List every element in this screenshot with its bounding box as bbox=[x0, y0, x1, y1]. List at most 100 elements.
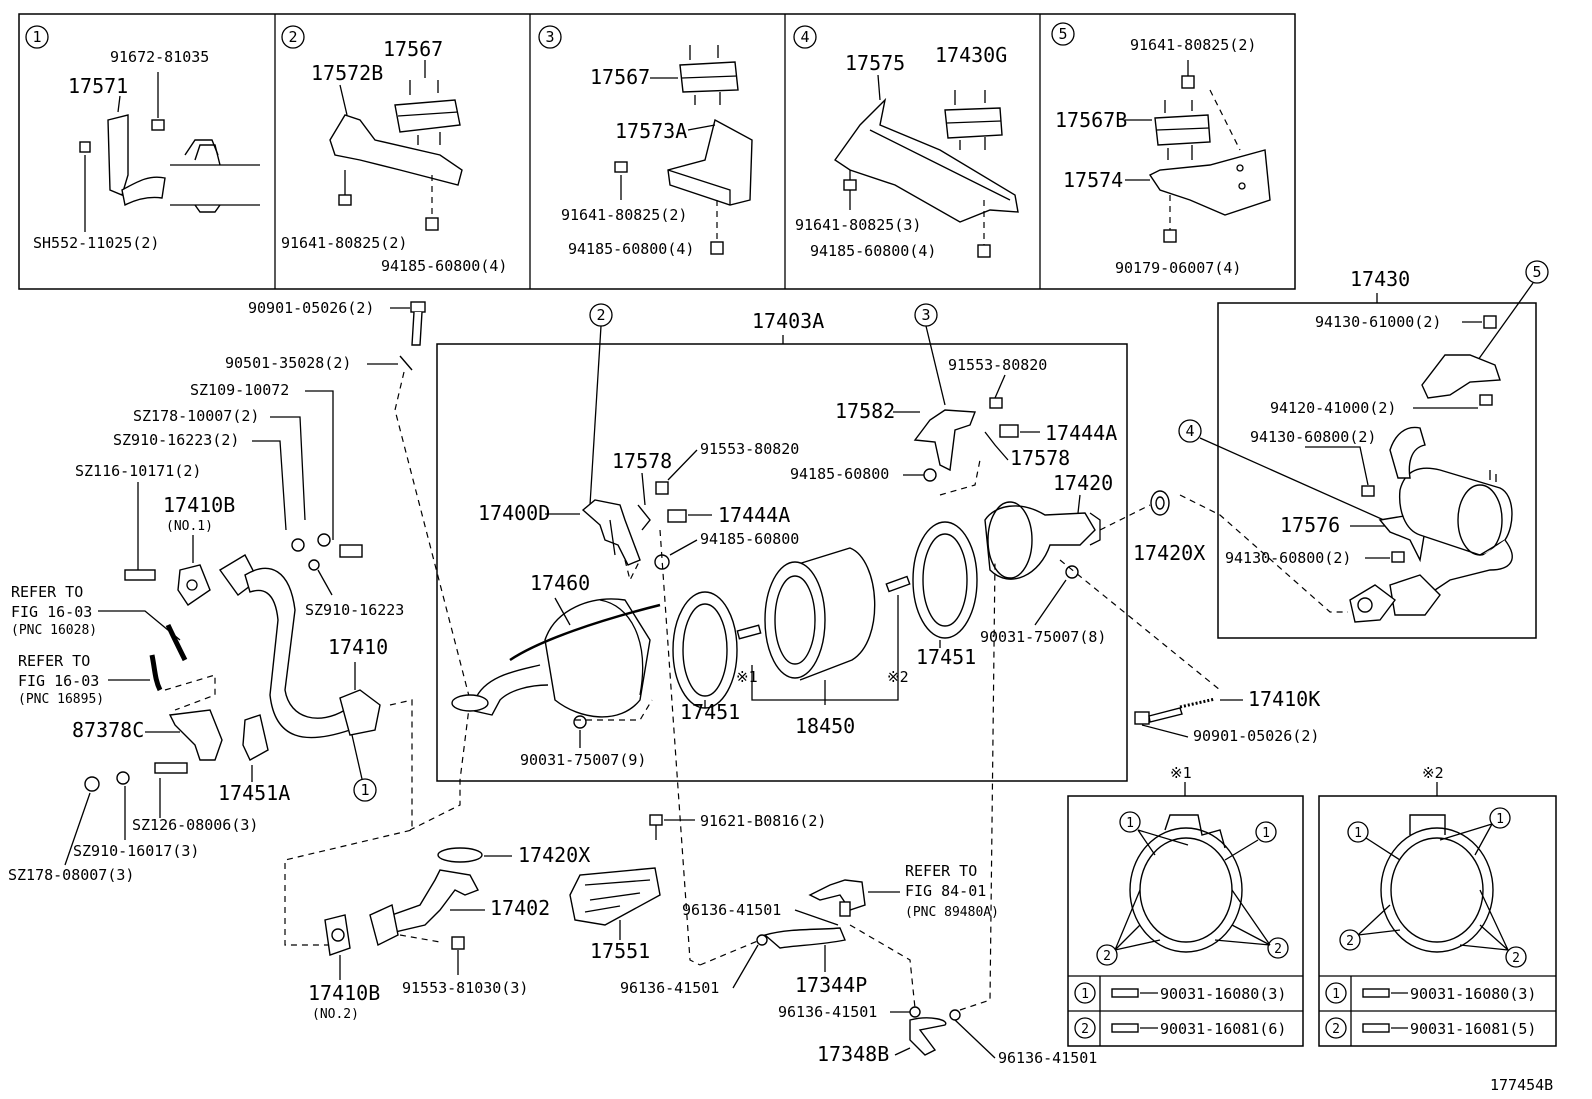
part-label: 94130-60800(2) bbox=[1250, 428, 1376, 446]
callout-3: 3 bbox=[921, 306, 930, 324]
ref-label: (PNC 89480A) bbox=[905, 905, 999, 920]
left-section: 90901-05026(2) 90501-35028(2) SZ109-1007… bbox=[8, 299, 471, 946]
table-1-row-2: 90031-16081(6) bbox=[1160, 1020, 1286, 1038]
ref-label: (PNC 16028) bbox=[11, 623, 97, 638]
part-label: 91641-80825(2) bbox=[561, 206, 687, 224]
part-label: 17444A bbox=[1045, 421, 1117, 445]
part-label: 17410B bbox=[163, 493, 235, 517]
callout-number: 2 bbox=[1512, 951, 1520, 966]
ref-label: FIG 84-01 bbox=[905, 882, 986, 900]
part-label: 90179-06007(4) bbox=[1115, 259, 1241, 277]
main-box-title: 17403A bbox=[752, 309, 824, 333]
flange-table-2: ※2 1 1 2 2 1 90031-16080(3) 2 90031-1608… bbox=[1318, 764, 1557, 1047]
part-label: SZ178-10007(2) bbox=[133, 407, 259, 425]
part-label: 17400D bbox=[478, 501, 550, 525]
part-label: 17402 bbox=[490, 896, 550, 920]
part-label: 17567B bbox=[1055, 108, 1127, 132]
callout-5: 5 bbox=[1532, 263, 1541, 281]
part-label: 94130-60800(2) bbox=[1225, 549, 1351, 567]
callout-4: 4 bbox=[1185, 422, 1194, 440]
table-2-row-1: 90031-16080(3) bbox=[1410, 985, 1536, 1003]
part-label: 91553-81030(3) bbox=[402, 979, 528, 997]
part-label: 91641-80825(3) bbox=[795, 216, 921, 234]
part-label: 87378C bbox=[72, 718, 144, 742]
part-label: 17551 bbox=[590, 939, 650, 963]
part-label: SZ910-16017(3) bbox=[73, 842, 199, 860]
part-label: 90901-05026(2) bbox=[1193, 727, 1319, 745]
part-label: 94185-60800 bbox=[790, 465, 889, 483]
diagram-id: 177454B bbox=[1490, 1076, 1553, 1094]
ref-label: FIG 16-03 bbox=[18, 672, 99, 690]
part-label: 91553-80820 bbox=[700, 440, 799, 458]
table-2-row-2: 90031-16081(5) bbox=[1410, 1020, 1536, 1038]
part-label: 96136-41501 bbox=[682, 901, 781, 919]
part-label: 96136-41501 bbox=[620, 979, 719, 997]
callout-number: 1 bbox=[1354, 826, 1362, 841]
part-label: 17420X bbox=[1133, 541, 1205, 565]
part-label: 94185-60800(4) bbox=[381, 257, 507, 275]
part-label: 17344P bbox=[795, 973, 867, 997]
part-label: 17575 bbox=[845, 51, 905, 75]
ref-label: FIG 16-03 bbox=[11, 603, 92, 621]
part-label: 94185-60800 bbox=[700, 530, 799, 548]
inset-2-number: 2 bbox=[288, 28, 297, 46]
inset-1: 1 91672-81035 17571 SH552-11025(2) bbox=[25, 25, 260, 252]
part-label: 17420 bbox=[1053, 471, 1113, 495]
part-label: 17451 bbox=[680, 700, 740, 724]
part-label: SZ109-10072 bbox=[190, 381, 289, 399]
part-label: 17410K bbox=[1248, 687, 1320, 711]
part-label: 17348B bbox=[817, 1042, 889, 1066]
table-2-row-2-num: 2 bbox=[1332, 1022, 1340, 1037]
table-1-row-1-num: 1 bbox=[1081, 987, 1089, 1002]
table-2-title: ※2 bbox=[1422, 764, 1444, 782]
part-label: 17567 bbox=[383, 37, 443, 61]
inset-3-number: 3 bbox=[545, 28, 554, 46]
inset-4: 4 17575 17430G 91641-80825(3) 94185-6080… bbox=[793, 25, 1019, 260]
part-label: SZ910-16223 bbox=[305, 601, 404, 619]
inset-4-number: 4 bbox=[800, 28, 809, 46]
part-label: 90501-35028(2) bbox=[225, 354, 351, 372]
inset-5-number: 5 bbox=[1058, 25, 1067, 43]
part-label: 17567 bbox=[590, 65, 650, 89]
part-label: 17420X bbox=[518, 843, 590, 867]
part-label: 17571 bbox=[68, 74, 128, 98]
part-label: 91641-80825(2) bbox=[1130, 36, 1256, 54]
part-label: (NO.2) bbox=[312, 1007, 359, 1022]
table-1-title: ※1 bbox=[1170, 764, 1192, 782]
part-label: (NO.1) bbox=[166, 519, 213, 534]
part-label: 17444A bbox=[718, 503, 790, 527]
part-label: 90901-05026(2) bbox=[248, 299, 374, 317]
part-label: 96136-41501 bbox=[778, 1003, 877, 1021]
part-label: 17451A bbox=[218, 781, 290, 805]
table-1-row-1: 90031-16080(3) bbox=[1160, 985, 1286, 1003]
inset-3: 3 17567 17573A 91641-80825(2) 94185-6080… bbox=[538, 25, 753, 258]
part-label: 94130-61000(2) bbox=[1315, 313, 1441, 331]
table-1-row-2-num: 2 bbox=[1081, 1022, 1089, 1037]
part-label: 94185-60800(4) bbox=[568, 240, 694, 258]
main-assembly-box: 17403A 2 3 91553-80820 17582 17444A 1757… bbox=[436, 303, 1221, 782]
callout-1: 1 bbox=[360, 781, 369, 799]
part-label: 91553-80820 bbox=[948, 356, 1047, 374]
part-label: 17578 bbox=[1010, 446, 1070, 470]
part-label: SZ126-08006(3) bbox=[132, 816, 258, 834]
part-label: 91641-80825(2) bbox=[281, 234, 407, 252]
callout-number: 2 bbox=[1274, 942, 1282, 957]
callout-number: 2 bbox=[1103, 949, 1111, 964]
inset-5: 5 91641-80825(2) 17567B 17574 90179-0600… bbox=[1051, 22, 1271, 277]
part-label: 18450 bbox=[795, 714, 855, 738]
part-label: 17410 bbox=[328, 635, 388, 659]
ref-label: REFER TO bbox=[905, 862, 977, 880]
flange-table-1: ※1 1 1 2 2 1 90031-16080(3) 2 90031-1608… bbox=[1067, 764, 1304, 1047]
part-label: 17410B bbox=[308, 981, 380, 1005]
ref-label: (PNC 16895) bbox=[18, 692, 104, 707]
inset-2: 2 17567 17572B 91641-80825(2) 94185-6080… bbox=[281, 25, 507, 275]
spring-bolt-group: 17410K 90901-05026(2) bbox=[1134, 687, 1320, 745]
part-label: SH552-11025(2) bbox=[33, 234, 159, 252]
inset-1-number: 1 bbox=[32, 28, 41, 46]
part-label: 17574 bbox=[1063, 168, 1123, 192]
part-label: 17573A bbox=[615, 119, 687, 143]
part-label: 17582 bbox=[835, 399, 895, 423]
bottom-section: 17420X 17402 91553-81030(3) 17410B (NO.2… bbox=[308, 529, 1097, 1067]
part-label: SZ116-10171(2) bbox=[75, 462, 201, 480]
